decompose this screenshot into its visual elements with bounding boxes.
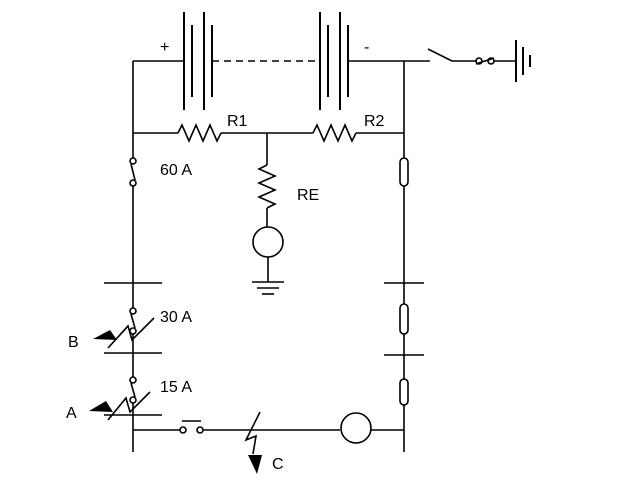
earth-ground-icon (252, 281, 284, 295)
fault-c-label: C (272, 456, 284, 473)
fuse-60a (129, 157, 137, 187)
fuse-15a-label: 15 A (160, 379, 192, 396)
fuse-30a-label: 30 A (160, 309, 192, 326)
re-label: RE (297, 187, 319, 204)
fuse-right-upper (399, 157, 409, 187)
fault-a-label: A (66, 405, 77, 422)
resistor-re (257, 164, 277, 209)
battery-plus-label: + (160, 39, 169, 56)
fuse-60a-label: 60 A (160, 162, 192, 179)
r2-label: R2 (364, 113, 385, 130)
fuse-30a (129, 307, 137, 335)
r1-label: R1 (227, 113, 248, 130)
ground-meter (252, 226, 284, 258)
lamp (340, 412, 372, 444)
main-fuse (475, 57, 495, 65)
fuse-right-middle (399, 303, 409, 335)
chassis-ground-icon (515, 40, 531, 82)
fuse-15a (129, 376, 137, 404)
battery-bank (133, 12, 430, 110)
fault-b-label: B (68, 334, 79, 351)
fault-a-icon (89, 391, 151, 421)
main-switch (427, 48, 453, 62)
battery-minus-label: - (364, 39, 369, 56)
fault-c-icon (244, 411, 262, 474)
resistor-r2 (312, 123, 357, 143)
resistor-r1 (177, 123, 222, 143)
fault-b-icon (93, 317, 155, 349)
fuse-right-lower (399, 378, 409, 406)
push-switch (179, 420, 204, 434)
